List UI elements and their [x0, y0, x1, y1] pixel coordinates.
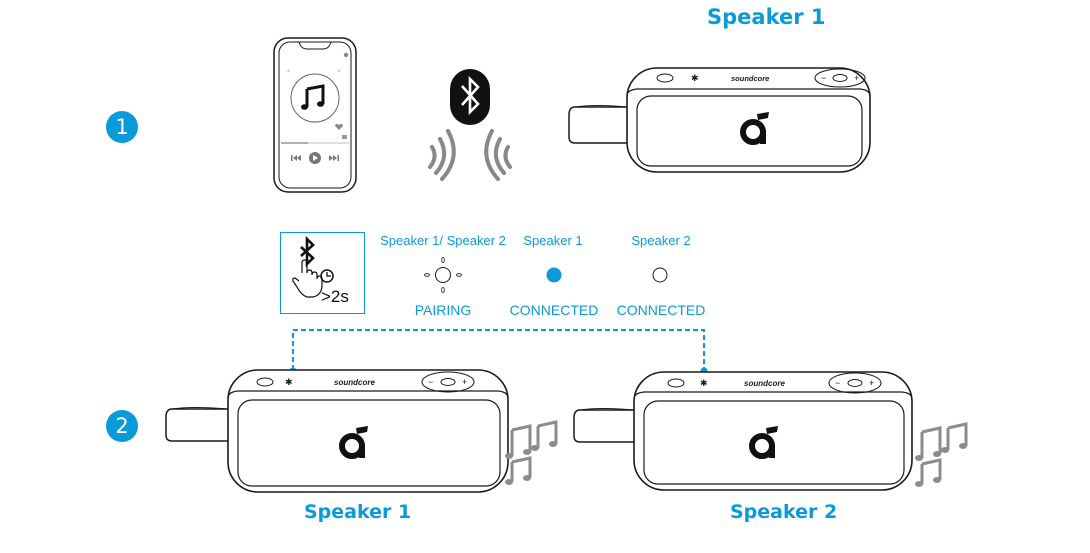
instruction-graphic: >2s — [292, 235, 349, 306]
minus-button[interactable]: − — [428, 377, 433, 387]
play-pause-button[interactable] — [440, 378, 456, 386]
bluetooth-icon — [300, 235, 315, 268]
control-ring — [828, 372, 882, 394]
bluetooth-icon — [450, 69, 490, 125]
music-notes-speaker2-icon — [915, 422, 968, 487]
power-button[interactable] — [667, 378, 685, 388]
soundcore-logo-icon — [740, 112, 769, 145]
speaker-strap — [573, 408, 635, 443]
svg-text:<: < — [287, 69, 291, 75]
step-1-badge: 1 — [106, 111, 138, 143]
indicator-pairing-state: PAIRING — [414, 302, 472, 318]
next-icon — [329, 155, 339, 161]
bluetooth-button[interactable]: ✱ — [700, 378, 708, 388]
plus-button[interactable]: + — [462, 377, 467, 387]
step-number: 1 — [115, 115, 129, 139]
indicator-speaker1-device: Speaker 1 — [523, 233, 583, 248]
instruction-box: >2s — [280, 232, 365, 314]
signal-waves-left-icon — [428, 129, 456, 181]
indicator-pairing-device: Speaker 1/ Speaker 2 — [380, 233, 506, 248]
clock-icon — [320, 269, 334, 283]
play-pause-button[interactable] — [832, 74, 848, 82]
power-button[interactable] — [656, 73, 674, 83]
soundcore-logo-icon — [749, 426, 778, 459]
led-blinking-icon — [424, 257, 462, 293]
speaker-1-label: Speaker 1 — [304, 501, 412, 523]
speaker-strap — [165, 407, 229, 442]
power-button[interactable] — [256, 377, 274, 387]
speaker-1-step2: ✱ soundcore − + — [165, 369, 509, 493]
indicator-speaker2-state: CONNECTED — [616, 302, 706, 318]
step-1-speaker-title: Speaker 1 — [707, 5, 826, 29]
hold-duration: >2s — [321, 287, 349, 306]
brand-label: soundcore — [744, 379, 785, 388]
speaker-strap — [568, 105, 628, 144]
play-pause-button[interactable] — [847, 379, 863, 387]
signal-waves-right-icon — [484, 129, 512, 181]
led-solid-blue-icon — [546, 267, 562, 283]
hand-press-icon — [292, 259, 323, 298]
plus-button[interactable]: + — [869, 378, 874, 388]
brand-label: soundcore — [731, 74, 769, 83]
indicator-speaker1-state: CONNECTED — [509, 302, 599, 318]
bluetooth-button[interactable]: ✱ — [691, 73, 699, 83]
bluetooth-button[interactable]: ✱ — [285, 377, 293, 387]
svg-text:>: > — [337, 69, 341, 75]
plus-button[interactable]: + — [854, 73, 859, 83]
previous-icon — [291, 155, 301, 161]
control-ring — [421, 371, 475, 393]
step-number: 2 — [115, 414, 129, 438]
speaker-2-label: Speaker 2 — [730, 501, 838, 523]
minus-button[interactable]: − — [835, 378, 840, 388]
minus-button[interactable]: − — [821, 73, 826, 83]
led-solid-white-icon — [652, 267, 668, 283]
music-notes-speaker1-icon — [505, 420, 558, 485]
indicator-speaker2-device: Speaker 2 — [631, 233, 691, 248]
smartphone-illustration: < > — [273, 37, 357, 193]
soundcore-logo-icon — [339, 426, 368, 459]
play-icon — [309, 152, 321, 164]
step-2-badge: 2 — [106, 410, 138, 442]
speaker-2-step2: ✱ soundcore − + — [573, 371, 913, 491]
music-note-icon — [301, 84, 325, 110]
control-ring — [814, 68, 866, 88]
bluetooth-signal-illustration — [428, 69, 512, 181]
brand-label: soundcore — [334, 378, 375, 387]
speaker-1-step1: ✱ soundcore − + — [568, 67, 871, 173]
